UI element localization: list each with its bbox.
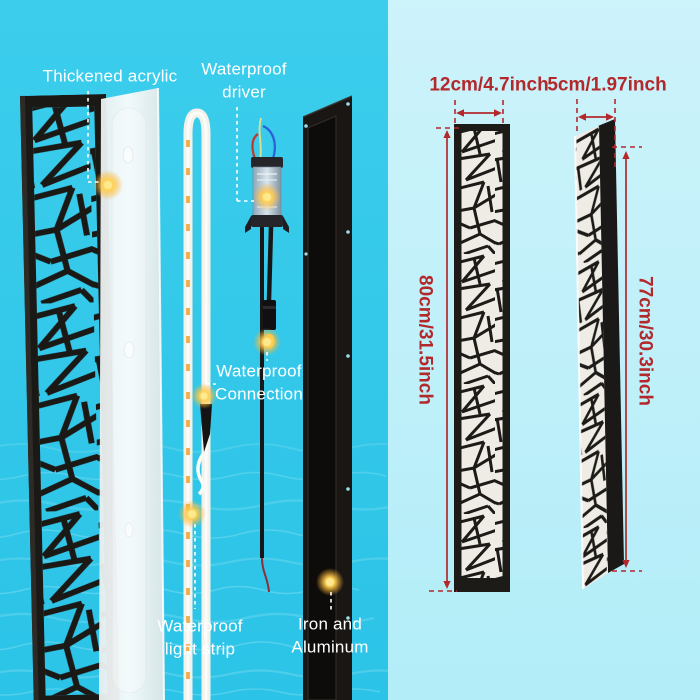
label-waterproof-connection-line1: Waterproof <box>216 361 302 381</box>
label-waterproof-light-strip: Waterproof light strip <box>157 615 242 662</box>
label-waterproof-driver-line1: Waterproof <box>201 59 287 79</box>
dimension-front-width: 12cm/4.7inch <box>429 74 549 96</box>
glow-iron <box>316 568 344 596</box>
label-thickened-acrylic-text: Thickened acrylic <box>42 66 178 86</box>
label-iron-aluminum-line1: Iron and <box>298 614 362 634</box>
label-waterproof-driver: Waterproof driver <box>201 58 286 105</box>
mosaic-cutout-panel <box>20 94 120 700</box>
label-waterproof-connection-line2: Connection <box>214 385 304 404</box>
glow-strip-connector <box>191 383 217 409</box>
glow-light-strip <box>178 500 206 528</box>
dimension-front-height: 80cm/31.5inch <box>414 275 436 405</box>
acrylic-panel <box>99 87 165 700</box>
front-view-panel <box>454 124 510 592</box>
glow-driver <box>253 183 281 211</box>
label-waterproof-light-strip-line2: light strip <box>164 640 236 659</box>
glow-acrylic <box>93 170 123 200</box>
leader-lines <box>87 91 332 611</box>
dimension-guides <box>429 99 642 592</box>
label-thickened-acrylic: Thickened acrylic <box>43 64 178 87</box>
side-view-panel <box>574 119 624 590</box>
cable-connector <box>263 300 276 330</box>
dimension-side-height: 77cm/30.3inch <box>634 276 656 406</box>
label-iron-aluminum-line2: Aluminum <box>291 638 369 657</box>
arrowheads <box>443 109 630 589</box>
right-background <box>388 0 700 700</box>
dimension-side-width: 5cm/1.97inch <box>547 74 667 96</box>
strip-connector <box>200 404 212 452</box>
label-waterproof-light-strip-line1: Waterproof <box>157 616 243 636</box>
dimension-lines <box>429 99 642 592</box>
glow-dots <box>93 170 344 596</box>
dimension-arrows <box>446 112 627 583</box>
label-waterproof-driver-line2: driver <box>222 83 266 102</box>
led-light-strip <box>183 108 212 700</box>
label-iron-aluminum: Iron and Aluminum <box>291 613 368 660</box>
label-waterproof-connection: Waterproof Connection <box>215 360 303 407</box>
glow-connection <box>253 328 281 356</box>
iron-frame-side-panel <box>302 95 353 700</box>
